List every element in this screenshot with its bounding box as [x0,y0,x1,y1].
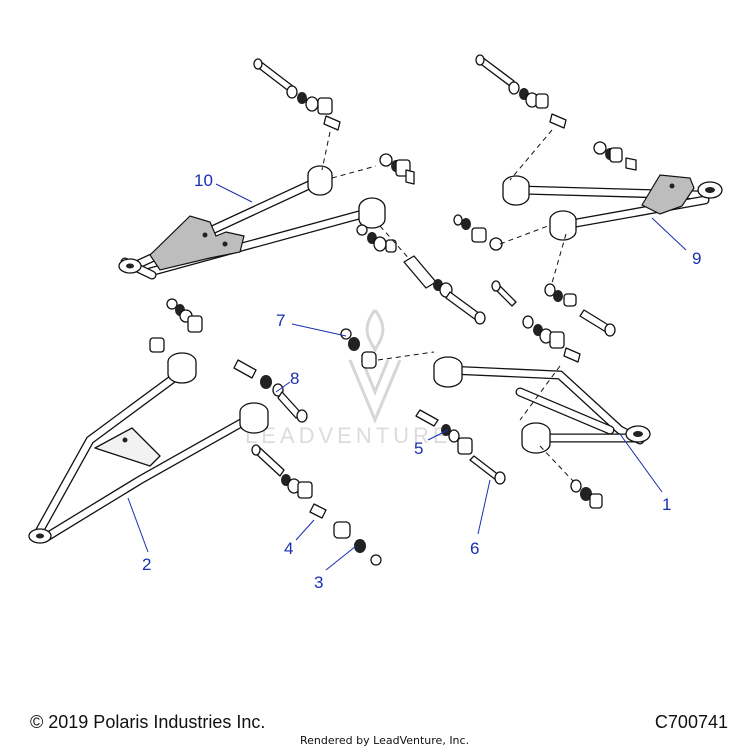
a-arm-9 [502,174,723,241]
watermark-logo [348,309,402,424]
bolt-stack-9-lower [544,233,616,337]
hardware-stack-9-top [475,54,567,181]
bushing-set-2-top [149,298,203,353]
svg-text:9: 9 [692,249,701,268]
callout-10: 10 [194,171,253,203]
a-arm-10 [118,165,386,280]
svg-text:2: 2 [142,555,151,574]
a-arm-2 [28,352,269,544]
svg-text:5: 5 [414,439,423,458]
diagram-code: C700741 [654,712,728,732]
svg-text:10: 10 [194,171,213,190]
svg-text:3: 3 [314,573,323,592]
callout-9: 9 [651,217,701,268]
bolt-stack-4 [251,444,327,519]
callout-1: 1 [619,433,671,514]
callout-6: 6 [470,479,491,558]
bolt-stack-8 [233,359,308,423]
bolt-stack-10-lower [356,224,486,325]
bolt-stack-9-left [453,214,549,251]
svg-text:4: 4 [284,539,293,558]
svg-text:8: 8 [290,369,299,388]
rendered-by-text: Rendered by LeadVenture, Inc. [300,734,470,747]
copyright-text: © 2019 Polaris Industries Inc. [30,712,266,732]
hardware-stack-10-top [253,58,341,171]
callout-2: 2 [127,497,151,574]
callout-3: 3 [314,545,357,592]
svg-text:1: 1 [662,495,671,514]
bushing-set-9-right [593,141,637,171]
watermark-text: LEADVENTURE [245,423,452,448]
callout-5: 5 [414,429,449,458]
callout-7: 7 [276,311,347,337]
callout-4: 4 [284,519,315,558]
svg-text:6: 6 [470,539,479,558]
callout-8: 8 [275,369,299,393]
bushing-set-1-bottom [539,445,603,509]
svg-text:7: 7 [276,311,285,330]
bushing-set-3 [333,521,382,566]
bushing-7 [340,328,435,369]
bolt-stack-1-top [491,280,581,421]
bushing-set-10-right [331,153,415,185]
bolt-stack-5-6 [415,409,506,485]
